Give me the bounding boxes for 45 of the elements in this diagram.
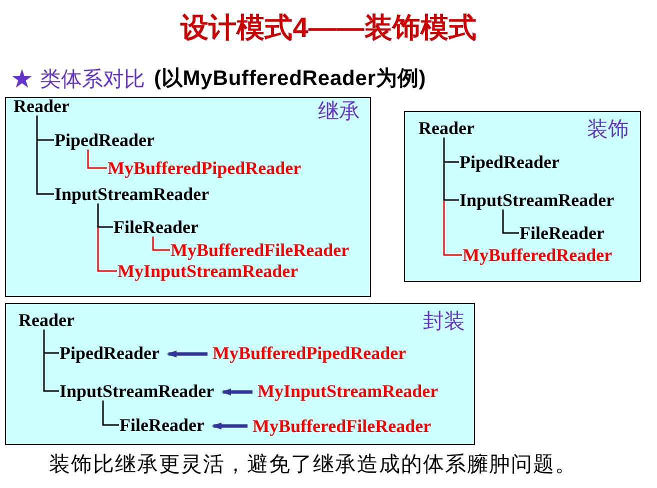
class-name: Reader	[18, 310, 74, 330]
caption: 装饰比继承更灵活，避免了继承造成的体系臃肿问题。	[49, 452, 577, 476]
class-name: PipedReader	[60, 342, 160, 362]
tree-line	[502, 210, 519, 234]
arrow	[166, 350, 208, 358]
diagram-title: 设计模式4——装饰模式	[180, 12, 476, 44]
class-name: FileReader	[520, 222, 604, 242]
arrow	[221, 388, 252, 396]
class-name: MyInputStreamReader	[258, 380, 438, 400]
class-name: MyBufferedFileReader	[252, 416, 432, 436]
section-note: (以MyBufferedReader为例)	[154, 67, 426, 91]
tree-line	[36, 116, 54, 141]
tree-line	[443, 200, 462, 256]
class-name: InputStreamReader	[60, 380, 214, 400]
tree-line	[97, 204, 113, 228]
tree-line	[443, 162, 459, 201]
panel-heading: 继承	[318, 99, 360, 123]
class-name: MyBufferedPipedReader	[108, 158, 302, 178]
tree-line	[102, 400, 119, 426]
class-name: Reader	[418, 118, 474, 138]
section-heading: 类体系对比	[40, 67, 145, 91]
class-name: FileReader	[120, 414, 204, 434]
tree-line	[36, 140, 54, 195]
class-name: InputStreamReader	[54, 184, 210, 204]
class-name: Reader	[14, 96, 70, 116]
tree-line	[97, 228, 117, 272]
tree-line	[87, 150, 107, 169]
class-name: FileReader	[114, 216, 198, 236]
group-panel	[5, 97, 371, 297]
arrow	[211, 422, 248, 430]
class-name: MyInputStreamReader	[118, 260, 298, 280]
panel-heading: 装饰	[587, 117, 629, 141]
tree-line	[43, 330, 59, 354]
class-name: PipedReader	[460, 152, 560, 172]
tree-line	[443, 138, 459, 163]
group-panel	[404, 111, 641, 282]
class-name: MyBufferedPipedReader	[212, 342, 406, 362]
tree-line	[152, 236, 170, 251]
class-name: MyBufferedReader	[462, 244, 612, 264]
group-panel	[5, 303, 475, 445]
tree-line	[43, 354, 59, 392]
panel-heading: 封装	[423, 309, 465, 333]
class-name: InputStreamReader	[460, 190, 614, 210]
class-name: PipedReader	[54, 130, 154, 150]
class-name: MyBufferedFileReader	[170, 240, 350, 260]
